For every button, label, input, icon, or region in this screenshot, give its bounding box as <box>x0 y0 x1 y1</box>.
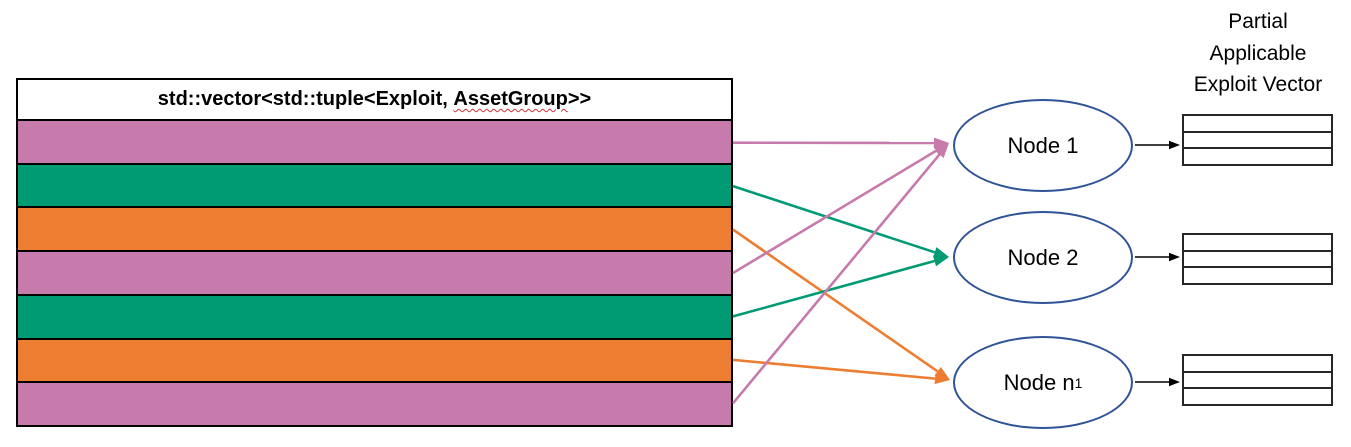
partial-exploit-vector-cell <box>1184 252 1331 269</box>
output-title-line-3: Exploit Vector <box>1193 73 1323 96</box>
vector-row-0-pink <box>18 121 731 165</box>
output-title: Partial Applicable Exploit Vector <box>1172 6 1344 101</box>
node-2-label: Node 2 <box>1007 244 1079 270</box>
arrow-row1-to-node1-green <box>732 184 949 258</box>
partial-exploit-vector-cell <box>1184 389 1331 404</box>
vector-table-header: std::vector<std::tuple<Exploit, AssetGro… <box>18 80 731 121</box>
partial-exploit-vector-table-2 <box>1182 233 1333 285</box>
partial-exploit-vector-cell <box>1184 133 1331 150</box>
node-1-ellipse: Node 1 <box>953 99 1133 192</box>
node-n1-label: Node n <box>1003 369 1075 395</box>
vector-row-6-pink <box>18 383 731 426</box>
node-2-ellipse: Node 2 <box>953 211 1133 304</box>
node-1-label: Node 1 <box>1007 132 1079 158</box>
vector-row-1-green <box>18 164 731 209</box>
vector-row-2-orange <box>18 208 731 253</box>
partial-exploit-vector-cell <box>1184 149 1331 164</box>
output-title-line-2: Applicable <box>1209 41 1307 65</box>
arrow-node3-to-output-table <box>1135 377 1180 387</box>
partial-exploit-vector-cell <box>1184 356 1331 373</box>
arrow-row0-to-node0-pink <box>732 137 949 149</box>
partial-exploit-vector-cell <box>1184 373 1331 390</box>
vector-row-4-green <box>18 295 731 340</box>
arrow-row3-to-node0-pink <box>732 143 949 275</box>
partial-exploit-vector-cell <box>1184 116 1331 133</box>
vector-row-3-pink <box>18 252 731 296</box>
arrow-node2-to-output-table <box>1135 252 1180 262</box>
partial-exploit-vector-cell <box>1184 268 1331 283</box>
output-title-line-1: Partial <box>1228 10 1288 33</box>
arrow-node1-to-output-table <box>1135 140 1180 150</box>
partial-exploit-vector-table-3 <box>1182 354 1333 406</box>
exploit-vector-table: std::vector<std::tuple<Exploit, AssetGro… <box>16 78 733 427</box>
arrow-row5-to-node2-orange <box>732 358 950 385</box>
arrow-row2-to-node2-orange <box>732 228 950 380</box>
vector-table-rows <box>18 121 731 426</box>
header-text-prefix: std::vector<std::tuple<Exploit, <box>157 88 454 110</box>
header-text-suffix: >> <box>567 88 592 110</box>
arrow-row4-to-node1-green <box>732 255 949 318</box>
partial-exploit-vector-table-1 <box>1182 114 1333 166</box>
partial-exploit-vector-cell <box>1184 235 1331 252</box>
vector-row-5-orange <box>18 339 731 384</box>
header-text-assetgroup: AssetGroup <box>453 88 568 110</box>
arrow-row6-to-node0-pink <box>731 143 949 405</box>
